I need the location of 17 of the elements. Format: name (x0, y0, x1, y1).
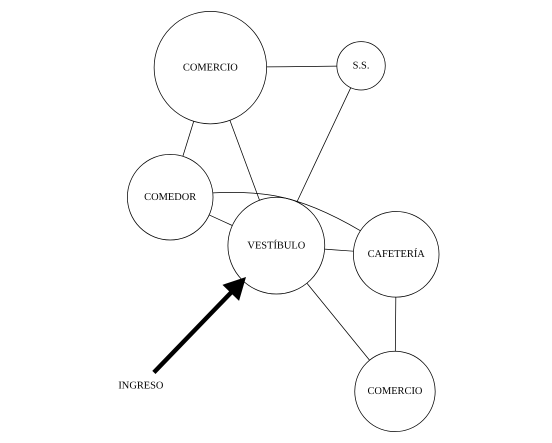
connector (209, 214, 233, 226)
node-circle: CAFETERÍA (353, 211, 440, 298)
node-circle: S.S. (336, 41, 386, 90)
connector (306, 282, 370, 360)
node-circle: VESTÍBULO (228, 196, 326, 294)
connector (266, 66, 338, 68)
connector (394, 296, 396, 352)
arrow (152, 277, 246, 374)
connector (296, 87, 352, 202)
connector (212, 192, 361, 232)
node-circle: COMEDOR (127, 154, 214, 240)
node-circle: COMERCIO (354, 350, 436, 432)
node-circle: COMERCIO (154, 11, 267, 124)
connector (182, 121, 194, 157)
connector (324, 248, 354, 252)
node-text: INGRESO (118, 380, 164, 392)
connector (230, 120, 260, 200)
